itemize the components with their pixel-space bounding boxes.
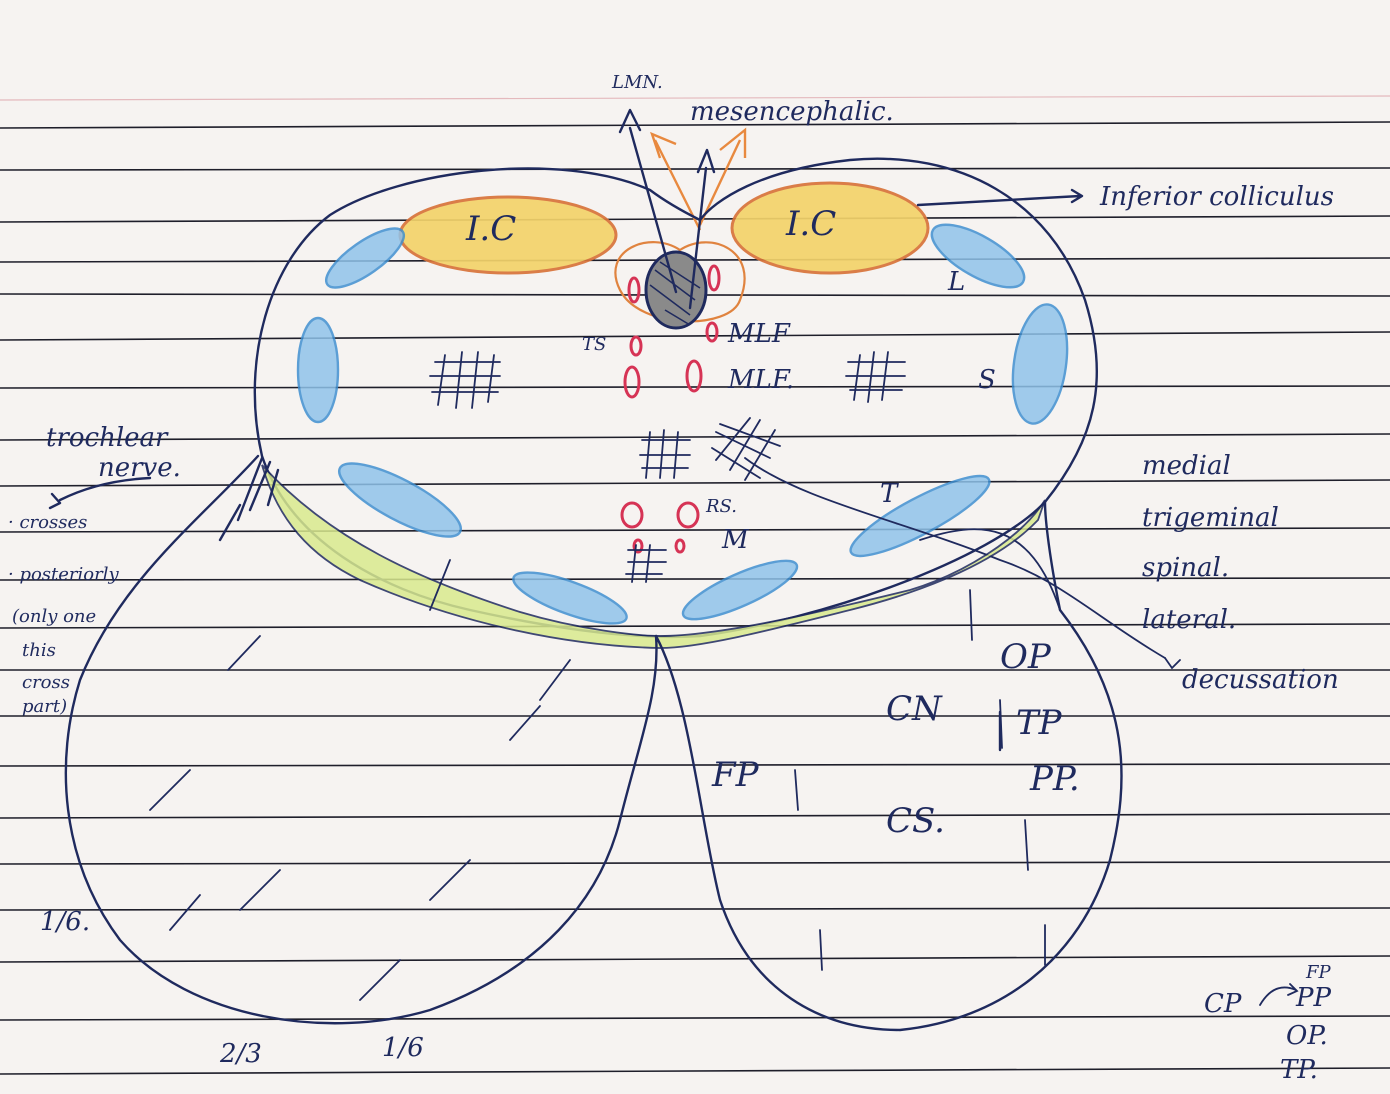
pp-label: PP.	[1029, 759, 1080, 799]
legend-medial: medial	[1142, 451, 1231, 481]
cp-arrow	[1260, 984, 1297, 1005]
legend-spinal: spinal.	[1142, 553, 1229, 583]
s-label: S	[978, 365, 996, 395]
op-label: OP	[1000, 637, 1052, 677]
lmn-label: LMN.	[611, 72, 663, 93]
trochlear-title-1: trochlear	[46, 423, 169, 453]
decussation-label: decussation	[1182, 665, 1339, 695]
right-colliculus-label: I.C	[785, 204, 836, 244]
t-label: T	[880, 479, 899, 509]
legend-trigeminal: trigeminal	[1142, 503, 1279, 533]
trochlear-aside-3: cross	[22, 672, 70, 693]
trochlear-title-2: nerve.	[98, 453, 181, 483]
ts-label: TS	[582, 334, 606, 355]
cp-legend-fp: FP	[1305, 962, 1331, 983]
cn-label: CN	[886, 689, 943, 729]
cp-legend-tp: TP.	[1280, 1055, 1318, 1085]
two-thirds-label: 2/3	[219, 1039, 262, 1069]
right-sixth-label: 1/6	[382, 1033, 424, 1063]
left-colliculus-label: I.C	[465, 209, 516, 249]
mlf-top-label: MLF	[727, 319, 791, 349]
l-label: L	[947, 267, 965, 297]
inferior-colliculus-label: Inferior colliculus	[1099, 182, 1334, 212]
left-crus-cerebri	[66, 456, 657, 1023]
trochlear-aside-1: (only one	[12, 606, 96, 627]
cs-label: CS.	[886, 801, 945, 841]
trochlear-aside-2: this	[22, 640, 56, 661]
fp-label: FP	[711, 755, 760, 795]
trochlear-nerve-fibers	[220, 458, 278, 540]
rs-label: RS.	[705, 496, 737, 517]
m-label: M	[721, 525, 750, 555]
tp-label: TP	[1016, 703, 1063, 743]
mlf-label: MLF.	[727, 365, 794, 395]
cp-legend-op: OP.	[1286, 1021, 1328, 1051]
trochlear-aside-4: part)	[22, 696, 67, 717]
cp-legend-pp: PP	[1295, 983, 1331, 1013]
orange-arrows	[652, 130, 745, 230]
trochlear-point-1: · crosses	[8, 512, 87, 533]
cp-legend-cp: CP	[1204, 989, 1242, 1019]
left-sixth-label: 1/6.	[40, 907, 90, 937]
mesencephalic-label: mesencephalic.	[690, 97, 894, 127]
legend-lateral: lateral.	[1142, 605, 1236, 635]
trochlear-point-2: · posteriorly	[8, 564, 119, 585]
